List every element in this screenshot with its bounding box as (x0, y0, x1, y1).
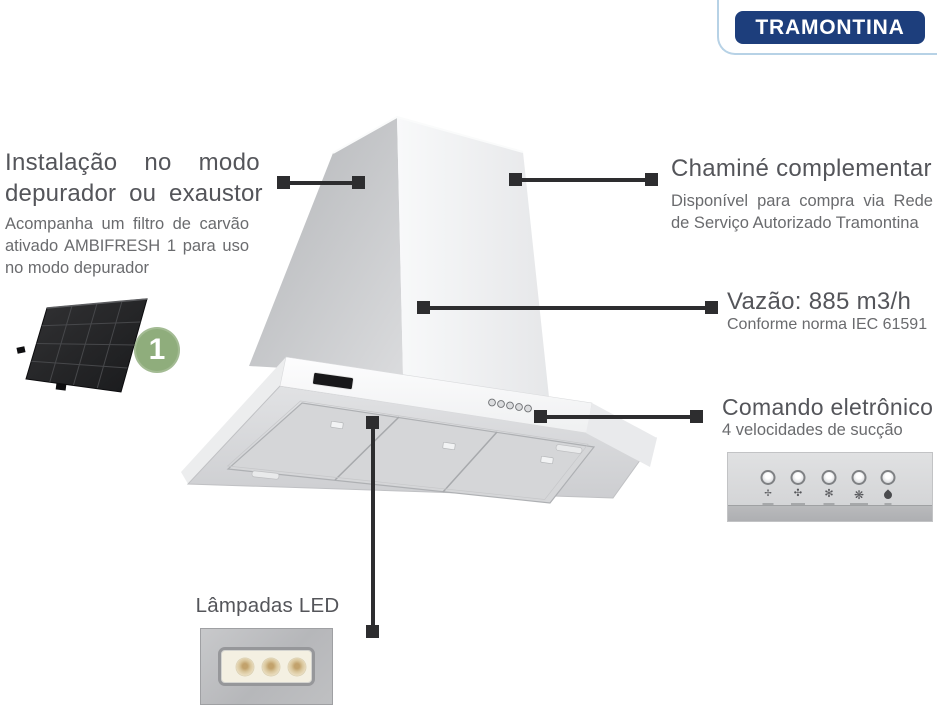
callout-line-installation (277, 176, 365, 189)
led-module (218, 647, 315, 686)
led-bulb-1 (236, 658, 254, 675)
led-lamp-image (200, 628, 333, 705)
hood-left-edge (181, 357, 286, 484)
panel-label (850, 503, 868, 505)
installation-title-line1: Instalação no modo (5, 149, 260, 176)
light-icon (882, 489, 894, 501)
carbon-filter-image (16, 298, 151, 393)
callout-line-airflow (417, 301, 718, 314)
panel-label (823, 503, 835, 505)
callout-endpoint (352, 176, 365, 189)
hood-right-end (586, 403, 657, 467)
hood-control-knobs (488, 398, 532, 413)
callout-line-chimney (509, 173, 658, 186)
panel-button-3 (821, 470, 837, 485)
callout-endpoint (705, 301, 718, 314)
fan-speed-4-icon: ❋ (853, 488, 865, 502)
installation-title: Instalação no modo depurador ou exaustor (5, 147, 263, 209)
filter-clip (540, 455, 554, 465)
callout-line (422, 305, 713, 310)
panel-button-2 (790, 470, 806, 485)
lamps-title: Lâmpadas LED (195, 594, 340, 617)
airflow-description: Conforme norma IEC 61591 (727, 316, 928, 333)
chimney-left-face (249, 117, 403, 375)
callout-line (282, 180, 360, 185)
callout-endpoint (690, 410, 703, 423)
filter-quantity-badge: 1 (134, 327, 180, 373)
filter-handle (555, 444, 583, 454)
filter-handle (251, 470, 280, 480)
hood-brand-badge (312, 372, 354, 390)
airflow-title: Vazão: 885 m3/h (727, 288, 912, 315)
installation-description: Acompanha um filtro de carvão ativado AM… (5, 215, 249, 277)
led-bulb-2 (262, 658, 280, 675)
fan-speed-2-icon: ✣ (793, 488, 803, 499)
callout-line-lamps (366, 416, 379, 638)
panel-label (791, 503, 805, 505)
installation-title-line2: depurador ou exaustor (5, 180, 263, 207)
panel-label (884, 503, 892, 505)
chimney-title: Chaminé complementar (671, 155, 932, 182)
panel-button-4 (851, 470, 867, 485)
callout-endpoint (645, 173, 658, 186)
controls-description: 4 velocidades de sucção (722, 421, 903, 439)
filter-divider (442, 431, 498, 493)
filter-clip (330, 420, 344, 430)
filter-divider (334, 416, 400, 481)
callout-line (539, 414, 698, 419)
chimney-front-face (397, 117, 549, 397)
tramontina-logo: TRAMONTINA (735, 11, 925, 44)
panel-label (762, 503, 774, 505)
callout-line-controls (534, 410, 703, 423)
fan-speed-3-icon: ✻ (824, 488, 834, 500)
callout-line (370, 421, 375, 633)
fan-speed-1-icon: ✢ (764, 488, 772, 498)
callout-line (514, 177, 653, 182)
filter-clip (442, 441, 456, 451)
chimney-top-edge-highlight (332, 115, 524, 154)
controls-title: Comando eletrônico (722, 394, 934, 420)
led-bulb-3 (288, 658, 306, 675)
chimney-description: Disponível para compra via Rede de Servi… (671, 192, 933, 232)
callout-endpoint (366, 625, 379, 638)
panel-lower-band (728, 505, 932, 521)
control-panel-image: ✢ ✣ ✻ ❋ (727, 452, 933, 522)
panel-button-5 (880, 470, 896, 485)
logo-corner-frame (717, 0, 937, 55)
panel-button-1 (760, 470, 776, 485)
filter-inner-line (226, 400, 589, 500)
